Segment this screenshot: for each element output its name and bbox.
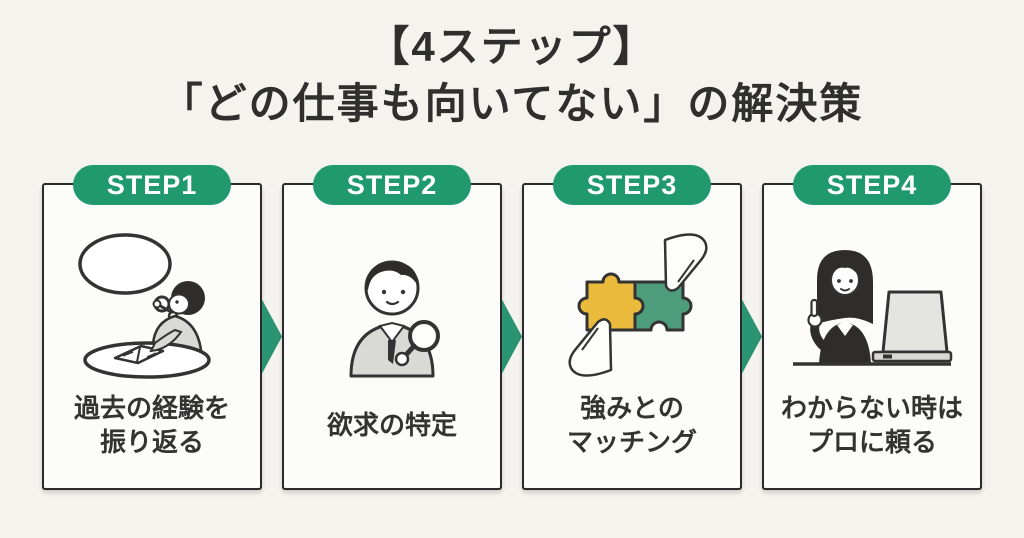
step3-caption: 強みとの マッチング [524, 390, 740, 460]
step2-caption: 欲求の特定 [284, 390, 500, 460]
steps-row: STEP1 [42, 165, 982, 490]
thought-bubble [78, 233, 172, 295]
hair [366, 262, 418, 290]
title-line-2: 「どの仕事も向いてない」の解決策 [160, 80, 864, 127]
step4-badge: STEP4 [793, 165, 951, 205]
person-thinking-writing-illustration [44, 221, 260, 387]
page-title: 【4ステップ】 「どの仕事も向いてない」の解決策 [0, 0, 1024, 132]
shirt [837, 321, 853, 336]
puzzle-yellow-piece [577, 272, 645, 332]
caption-line: 強みとの [580, 393, 684, 423]
step-card-4: STEP4 [762, 165, 982, 490]
woman-laptop-illustration [764, 221, 980, 387]
step-card-2: STEP2 欲求の特定 [282, 165, 502, 490]
person-thinking-writing-icon [78, 233, 211, 379]
caption-line: 過去の経験を [73, 393, 230, 423]
pointing-finger [810, 298, 819, 318]
hair-bangs [831, 260, 859, 276]
man-magnifying-glass-illustration [284, 221, 500, 387]
laptop-screen [881, 290, 949, 354]
step-arrow-icon [502, 299, 522, 374]
shirt [378, 321, 406, 344]
step-card-1: STEP1 [42, 165, 262, 490]
caption-line: わからない時は [780, 393, 963, 423]
puzzle-matching-illustration [524, 221, 740, 387]
caption-line: マッチング [566, 427, 697, 457]
caption-line: プロに頼る [806, 427, 937, 457]
step2-badge: STEP2 [313, 165, 471, 205]
hand-bottom [568, 318, 613, 377]
step-arrow-icon [262, 299, 282, 374]
step-card-3: STEP3 強みとの マッチング [522, 165, 742, 490]
puzzle-pieces-icon [568, 233, 708, 377]
caption-line: 欲求の特定 [326, 410, 457, 440]
step1-caption: 過去の経験を 振り返る [44, 390, 260, 460]
step1-badge: STEP1 [73, 165, 231, 205]
caption-line: 振り返る [99, 427, 204, 457]
face [168, 293, 190, 315]
step3-badge: STEP3 [553, 165, 711, 205]
puzzle-green-piece [633, 280, 693, 332]
blazer [819, 322, 871, 364]
hand [394, 351, 410, 367]
man-magnifying-glass-icon [349, 260, 440, 378]
raised-arm [810, 320, 828, 351]
step4-caption: わからない時は プロに頼る [764, 390, 980, 460]
tie [388, 340, 396, 364]
woman-laptop-icon [793, 250, 953, 366]
title-line-1: 【4ステップ】 [367, 23, 657, 70]
laptop-base [871, 350, 953, 363]
magnifying-glass-lens [408, 320, 440, 352]
hand [152, 299, 162, 309]
step-arrow-icon [742, 299, 762, 374]
hand-top [663, 233, 708, 292]
